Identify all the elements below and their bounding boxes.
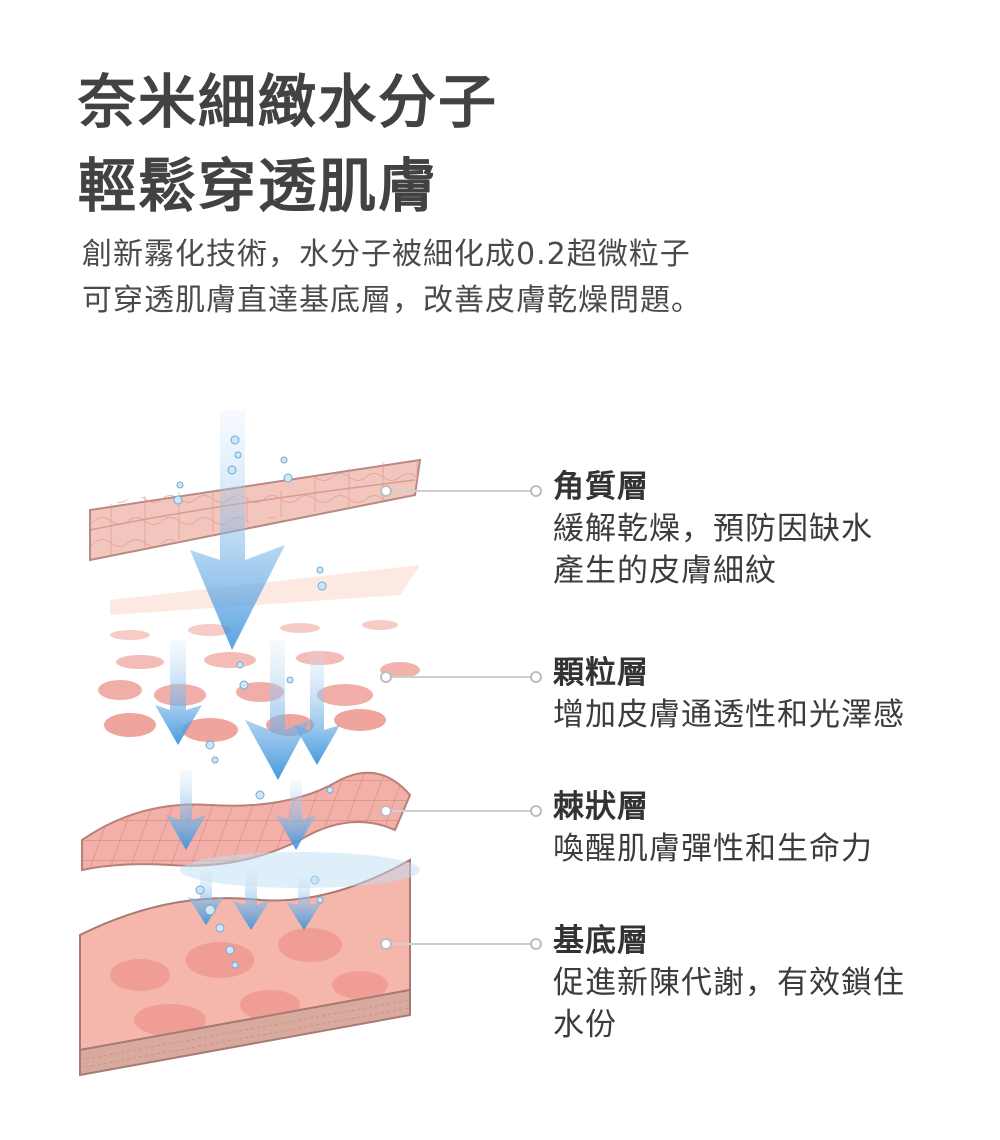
label-stratum-basale: 基底層 促進新陳代謝，有效鎖住 水份 [553,920,983,1046]
headline-line-1: 奈米細緻水分子 [78,68,499,136]
headline-line-2: 輕鬆穿透肌膚 [78,152,439,220]
layer-name: 顆粒層 [553,655,649,691]
faint-band [110,565,420,615]
intro-line-2: 可穿透肌膚直達基底層，改善皮膚乾燥問題。 [82,283,702,318]
layer-name: 棘狀層 [553,789,649,825]
layer-desc-line-1: 增加皮膚通透性和光澤感 [553,697,905,733]
label-stratum-spinosum: 棘狀層 喚醒肌膚彈性和生命力 [553,786,983,870]
stratum-corneum-slab [89,458,422,562]
layer-name: 基底層 [553,923,649,959]
layer-desc-line-1: 喚醒肌膚彈性和生命力 [553,831,873,867]
connector-basale [380,938,542,950]
skin-layers-illustration [79,410,422,1077]
water-glow [180,852,420,888]
intro-line-1: 創新霧化技術，水分子被細化成0.2超微粒子 [82,237,691,272]
intro-text: 創新霧化技術，水分子被細化成0.2超微粒子 可穿透肌膚直達基底層，改善皮膚乾燥問… [82,232,962,324]
label-stratum-corneum: 角質層 緩解乾燥，預防因缺水 產生的皮膚細紋 [553,466,983,592]
water-arrows [155,410,340,930]
label-stratum-granulosum: 顆粒層 增加皮膚通透性和光澤感 [553,652,983,736]
water-droplets [173,435,334,969]
layer-desc-line-1: 緩解乾燥，預防因缺水 [553,511,873,547]
connector-corneum [380,485,542,497]
stratum-spinosum-sheet [81,771,412,872]
stratum-basale-block [79,858,411,1077]
headline: 奈米細緻水分子 輕鬆穿透肌膚 [78,60,958,228]
layer-desc-line-2: 產生的皮膚細紋 [553,553,777,589]
layer-desc-line-2: 水份 [553,1007,617,1043]
layer-name: 角質層 [553,469,649,505]
layer-desc-line-1: 促進新陳代謝，有效鎖住 [553,965,905,1001]
granular-layer-cells [98,620,420,742]
connector-granular [380,671,542,683]
connector-spinosum [380,805,542,817]
